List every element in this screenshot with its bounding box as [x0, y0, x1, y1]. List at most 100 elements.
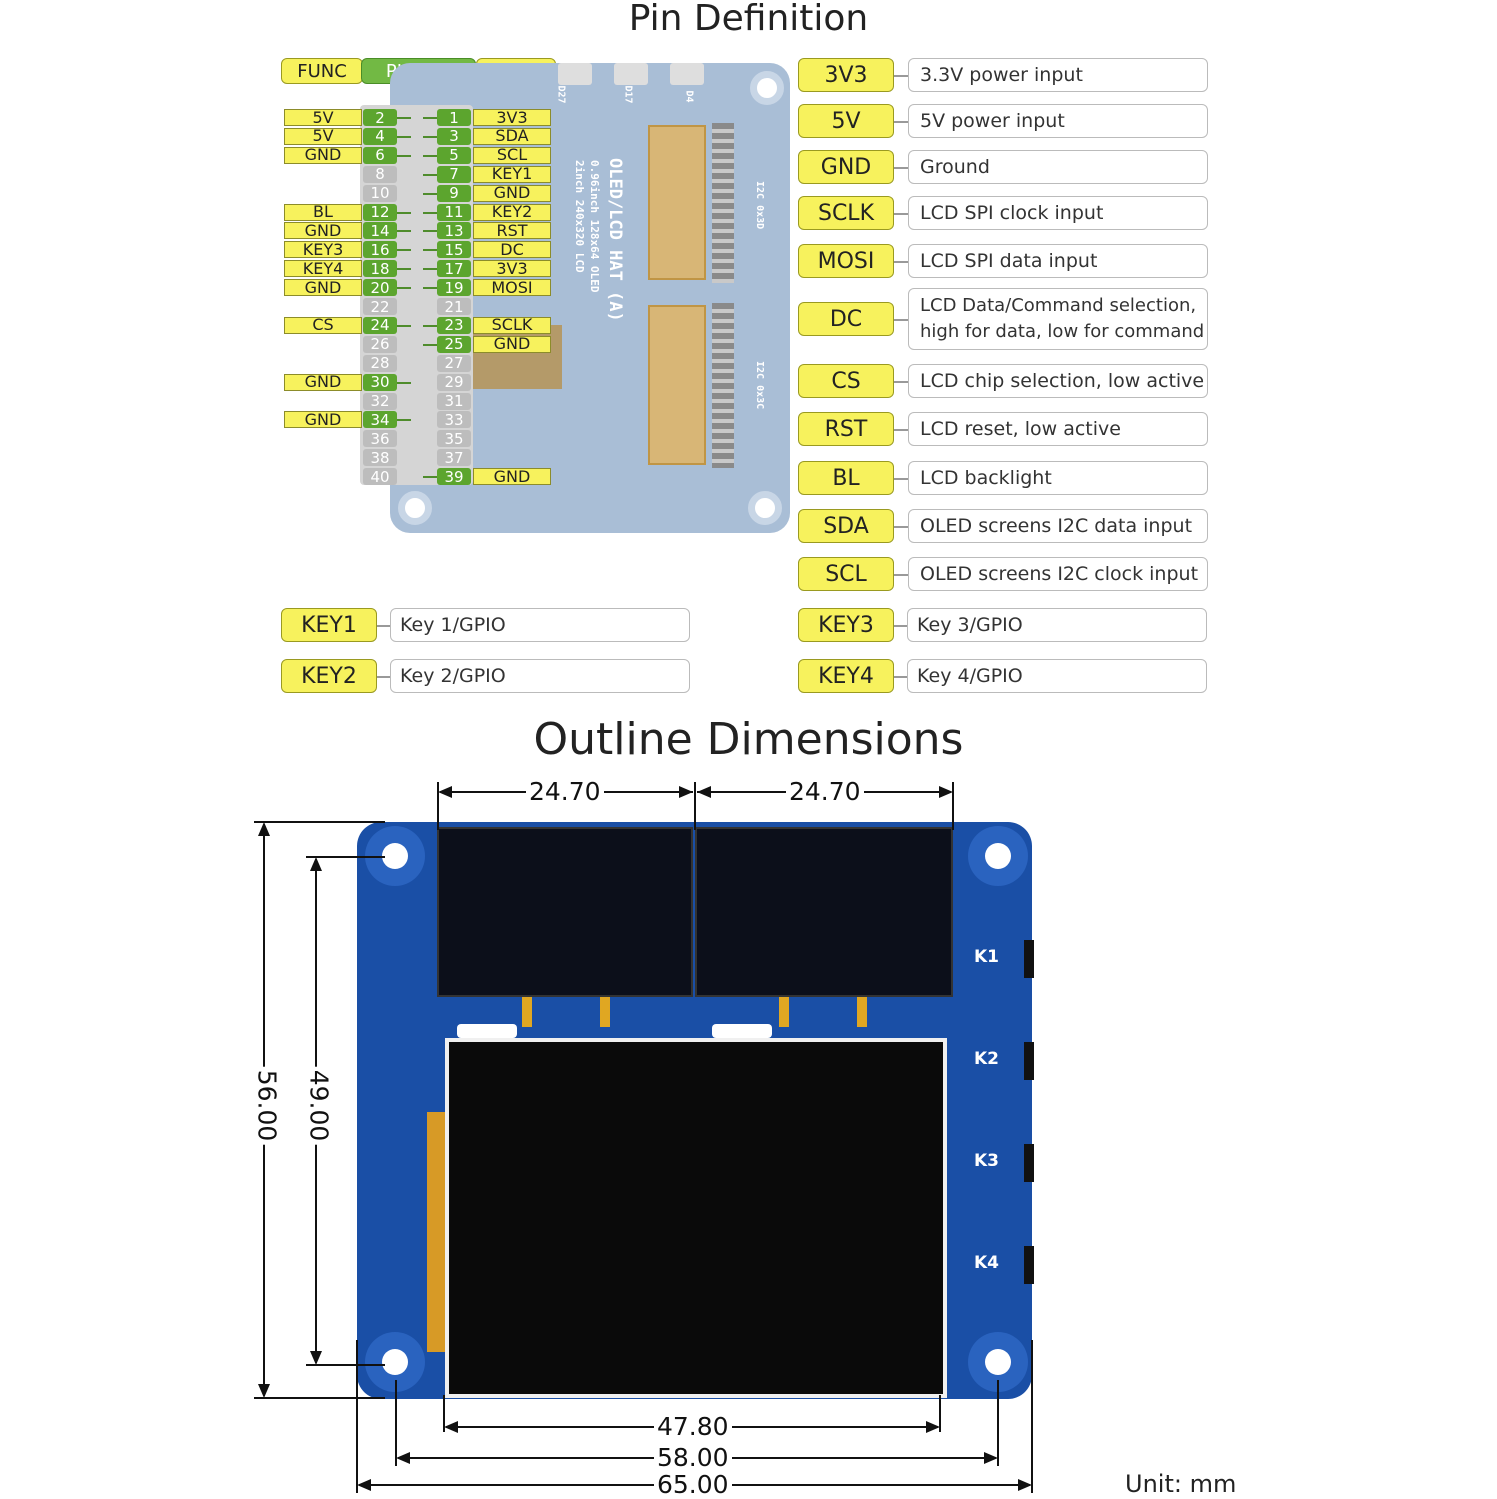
pin-func-right: 3V3 — [473, 260, 551, 278]
key-label-k1: K1 — [974, 947, 1000, 967]
mount-hole — [398, 491, 432, 525]
pin-number-right: 27 — [437, 354, 471, 372]
signal-tag: RST — [798, 412, 894, 446]
signal-description: OLED screens I2C data input — [908, 509, 1208, 543]
pin-number-right: 25 — [437, 335, 471, 353]
pin-number-right: 23 — [437, 316, 471, 334]
signal-description-line1: LCD Data/Command selection, — [920, 295, 1197, 316]
pin-connector — [423, 476, 437, 479]
key-button-icon — [1024, 940, 1034, 978]
flex-cable — [522, 997, 532, 1027]
signal-tag: CS — [798, 364, 894, 398]
key-button-icon — [1024, 1246, 1034, 1284]
connector-line — [894, 429, 908, 431]
connector-line — [894, 167, 908, 169]
key-button-icon — [1024, 1144, 1034, 1182]
oled-window-bottom — [648, 305, 706, 465]
pin-func-left: GND — [284, 146, 362, 164]
key-label-k2: K2 — [974, 1049, 1000, 1069]
pin-number-left: 20 — [363, 279, 397, 297]
pin-connector — [423, 343, 437, 346]
dim-top-right: 24.70 — [786, 779, 864, 804]
pin-func-right: GND — [473, 335, 551, 353]
pin-connector — [397, 381, 411, 384]
signal-tag: SDA — [798, 509, 894, 543]
pin-number-right: 31 — [437, 392, 471, 410]
oled-screen-left — [437, 827, 693, 997]
pin-connector — [397, 268, 411, 271]
signal-description: 5V power input — [908, 104, 1208, 138]
pin-connector — [423, 117, 437, 119]
connector-line — [894, 261, 908, 263]
signal-description: OLED screens I2C clock input — [908, 557, 1208, 591]
pin-connector — [423, 173, 437, 176]
signal-tag: DC — [798, 302, 894, 336]
mount-hole — [750, 71, 784, 105]
dim-top-left: 24.70 — [526, 779, 604, 804]
pin-connector — [423, 192, 437, 195]
pin-connector — [423, 135, 437, 138]
dim-width-board: 65.00 — [654, 1472, 732, 1497]
pin-func-left: GND — [284, 411, 362, 429]
signal-description: Ground — [908, 150, 1208, 184]
pin-number-left: 12 — [363, 203, 397, 221]
board-line3: 2inch 240x320 LCD — [573, 160, 586, 273]
button-icon — [670, 63, 704, 85]
pin-number-left: 36 — [363, 430, 397, 448]
pin-number-right: 15 — [437, 241, 471, 259]
pin-func-right: KEY1 — [473, 165, 551, 183]
pin-connector — [423, 287, 437, 290]
pin-func-right: 3V3 — [473, 109, 551, 126]
pin-number-right: 39 — [437, 468, 471, 486]
pin-func-right: GND — [473, 184, 551, 202]
pin-number-right: 5 — [437, 146, 471, 164]
connector-line — [894, 213, 908, 215]
pin-connector — [423, 211, 437, 214]
pin-func-left: BL — [284, 203, 362, 221]
dim-height-outer: 56.00 — [252, 1066, 281, 1145]
pin-number-left: 38 — [363, 449, 397, 467]
signal-description: LCD backlight — [908, 461, 1208, 495]
board-slot — [457, 1024, 517, 1038]
signal-tag: 3V3 — [798, 58, 894, 92]
unit-label: Unit: mm — [1125, 1470, 1237, 1498]
key4-desc: Key 4/GPIO — [907, 659, 1207, 693]
pin-func-left: GND — [284, 222, 362, 240]
pin-connector — [397, 117, 411, 119]
pin-number-left: 30 — [363, 373, 397, 391]
signal-tag: 5V — [798, 104, 894, 138]
pin-number-left: 8 — [363, 165, 397, 183]
button-icon — [558, 63, 592, 85]
pin-func-left: GND — [284, 373, 362, 391]
key3-tag: KEY3 — [798, 608, 894, 642]
pin-number-left: 6 — [363, 146, 397, 164]
pin-func-left: 5V — [284, 109, 362, 126]
pin-func-right: RST — [473, 222, 551, 240]
lcd-fpc — [427, 1112, 445, 1352]
fpc-ribbon — [472, 325, 562, 389]
pin-number-left: 14 — [363, 222, 397, 240]
signal-description: LCD Data/Command selection,high for data… — [908, 288, 1208, 350]
signal-description: LCD reset, low active — [908, 412, 1208, 446]
pin-func-right: SCLK — [473, 316, 551, 334]
mount-hole — [748, 491, 782, 525]
signal-tag: BL — [798, 461, 894, 495]
signal-tag: GND — [798, 150, 894, 184]
signal-description: 3.3V power input — [908, 58, 1208, 92]
pin-number-left: 4 — [363, 127, 397, 145]
key-label-k4: K4 — [974, 1253, 1000, 1273]
connector-line — [377, 625, 391, 627]
pin-number-right: 7 — [437, 165, 471, 183]
button-icon — [614, 63, 648, 85]
pin-connector — [397, 419, 411, 422]
pin-connector — [397, 324, 411, 327]
signal-tag: SCLK — [798, 196, 894, 230]
connector-strip — [712, 123, 734, 283]
pin-number-right: 33 — [437, 411, 471, 429]
key1-tag: KEY1 — [281, 608, 377, 642]
flex-cable — [857, 997, 867, 1027]
pin-connector — [397, 287, 411, 290]
pin-func-left: 5V — [284, 127, 362, 145]
pin-func-right: GND — [473, 468, 551, 486]
connector-line — [894, 574, 908, 576]
